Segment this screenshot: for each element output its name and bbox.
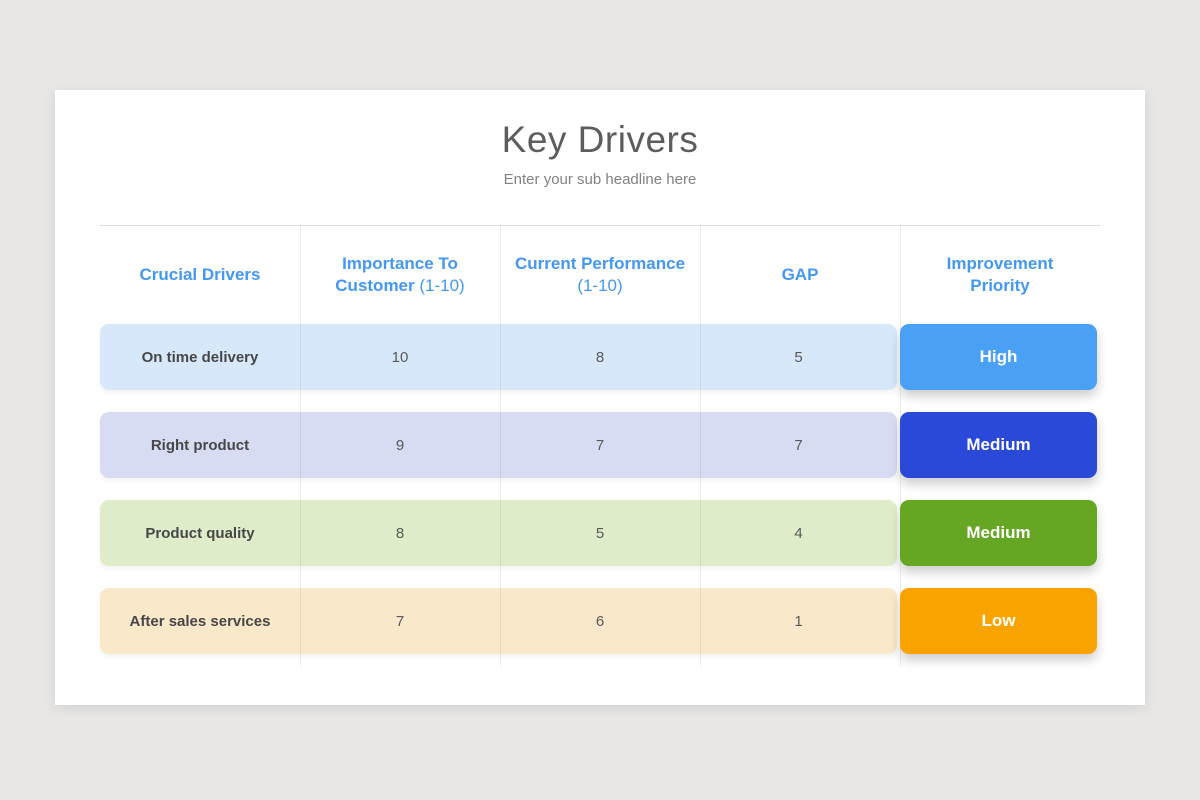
priority-badge: Low — [900, 588, 1097, 654]
header-suffix: (1-10) — [577, 276, 623, 295]
driver-name: Product quality — [145, 524, 255, 542]
importance-value: 10 — [391, 348, 409, 366]
column-header-crucial-drivers: Crucial Drivers — [100, 264, 300, 286]
driver-name: On time delivery — [141, 348, 259, 366]
table-row-product-quality: Product quality 8 5 4 Medium — [100, 500, 1100, 566]
row-band: On time delivery 10 8 5 — [100, 324, 897, 390]
row-band: After sales services 7 6 1 — [100, 588, 897, 654]
gap-value: 7 — [794, 436, 803, 454]
header-label: GAP — [781, 264, 819, 284]
priority-badge: Medium — [900, 412, 1097, 478]
table-header-row: Crucial Drivers Importance To Customer (… — [100, 225, 1100, 324]
row-band: Right product 9 7 7 — [100, 412, 897, 478]
importance-value: 7 — [395, 612, 405, 630]
header-label: Current Performance — [514, 253, 686, 273]
header-label: Importance To Customer — [335, 253, 458, 295]
slide-card: Key Drivers Enter your sub headline here… — [55, 90, 1145, 705]
column-header-gap: GAP — [700, 264, 900, 286]
key-drivers-table: Crucial Drivers Importance To Customer (… — [100, 225, 1100, 667]
performance-value: 8 — [595, 348, 605, 366]
priority-badge: High — [900, 324, 1097, 390]
table-body: On time delivery 10 8 5 High Right produ… — [100, 324, 1100, 654]
header-label: Crucial Drivers — [139, 264, 261, 284]
column-divider — [700, 225, 701, 667]
gap-value: 4 — [794, 524, 803, 542]
importance-value: 8 — [395, 524, 405, 542]
priority-badge: Medium — [900, 500, 1097, 566]
header-label: Improvement Priority — [946, 253, 1054, 295]
importance-value: 9 — [395, 436, 405, 454]
driver-name: After sales services — [129, 612, 271, 630]
slide-subtitle: Enter your sub headline here — [503, 171, 697, 188]
performance-value: 5 — [595, 524, 605, 542]
column-divider — [500, 225, 501, 667]
performance-value: 7 — [595, 436, 605, 454]
header-suffix: (1-10) — [414, 276, 465, 295]
table-row-on-time-delivery: On time delivery 10 8 5 High — [100, 324, 1100, 390]
column-header-performance: Current Performance (1-10) — [500, 253, 700, 298]
row-band: Product quality 8 5 4 — [100, 500, 897, 566]
column-header-importance: Importance To Customer (1-10) — [300, 253, 500, 298]
table-row-after-sales-services: After sales services 7 6 1 Low — [100, 588, 1100, 654]
gap-value: 1 — [794, 612, 803, 630]
column-divider — [300, 225, 301, 667]
gap-value: 5 — [794, 348, 803, 366]
table-row-right-product: Right product 9 7 7 Medium — [100, 412, 1100, 478]
driver-name: Right product — [150, 436, 250, 454]
slide-title: Key Drivers — [501, 119, 699, 160]
performance-value: 6 — [595, 612, 605, 630]
column-header-improvement-priority: Improvement Priority — [900, 253, 1100, 298]
